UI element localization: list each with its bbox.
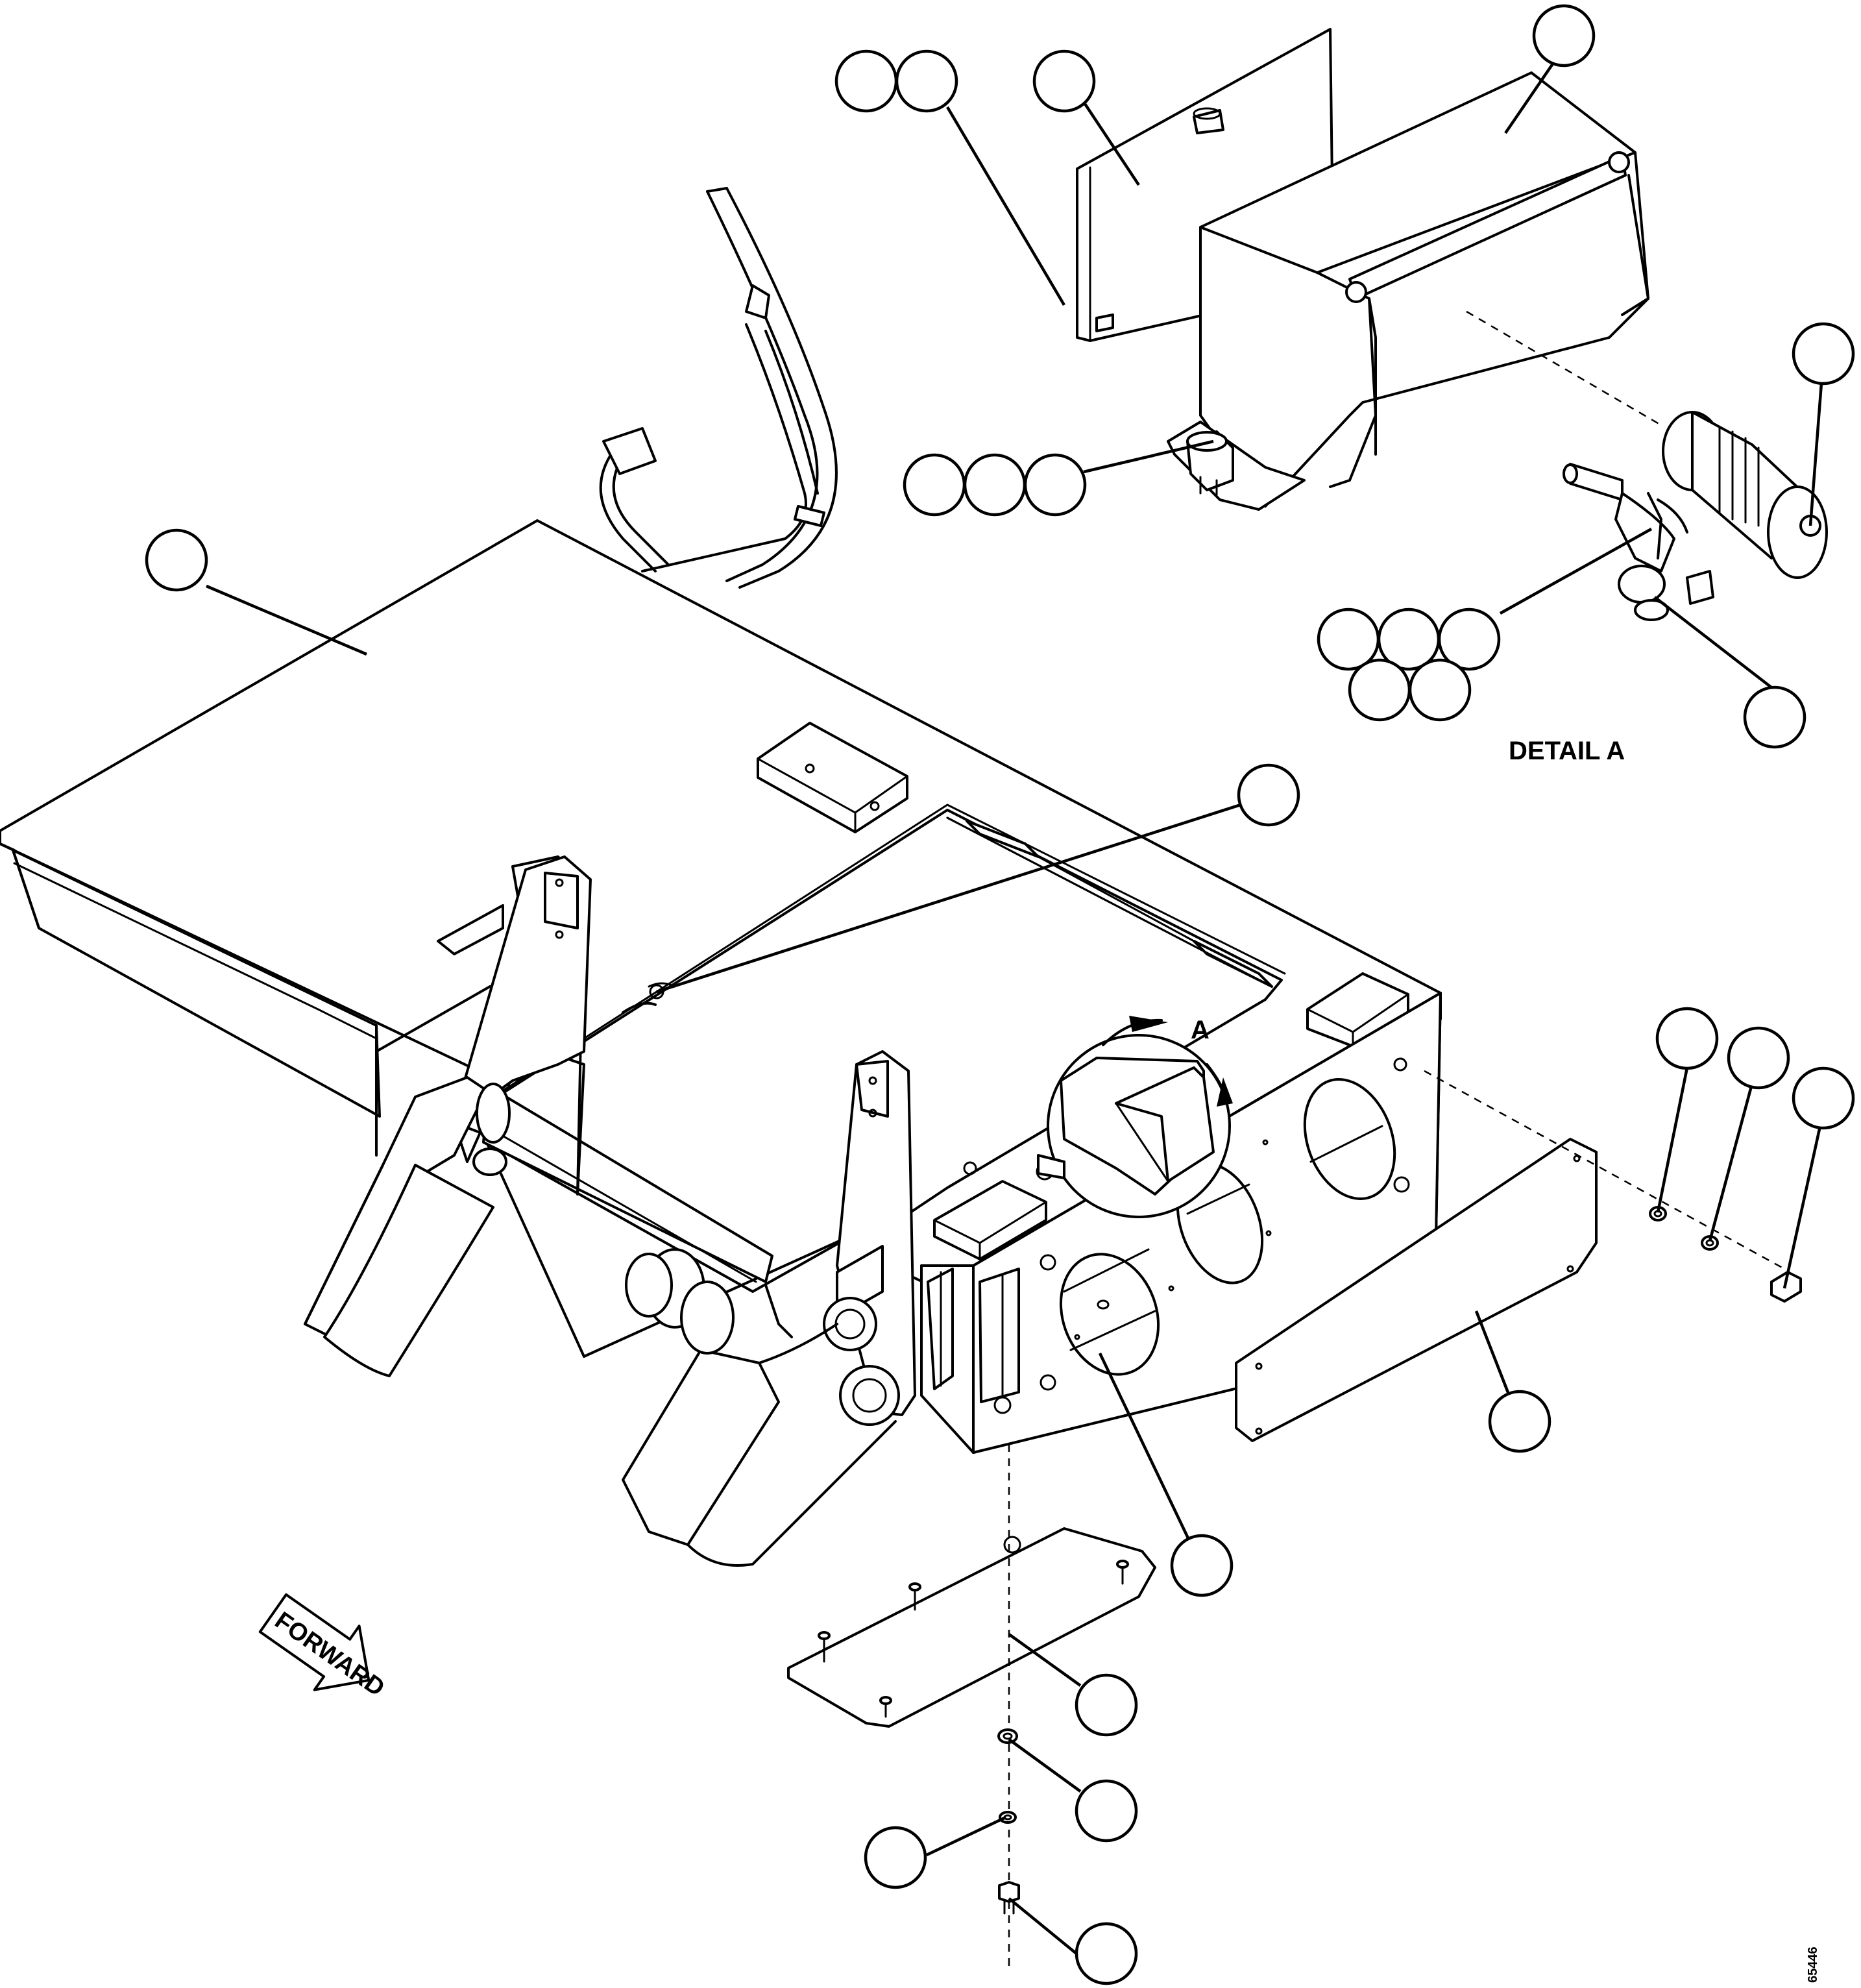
panel-axis-line	[1424, 1070, 1785, 1270]
emergency-stop-switch	[1563, 411, 1828, 621]
callout-leaders	[206, 56, 1823, 1958]
callout-c16	[1237, 763, 1300, 827]
right-fasteners	[1649, 1206, 1802, 1303]
bottom-fasteners	[997, 1728, 1020, 1915]
callout-c9	[1317, 607, 1380, 671]
callout-c13	[1408, 658, 1472, 722]
callout-c3	[1032, 49, 1096, 113]
callout-c11	[1437, 607, 1501, 671]
callout-c25	[1075, 1922, 1138, 1985]
callout-bubbles	[145, 4, 1855, 1985]
callout-c12	[1348, 658, 1411, 722]
view-marker-label: A	[1191, 1016, 1210, 1044]
right-armrest-bracket	[622, 1050, 916, 1567]
callout-c24	[864, 1826, 927, 1889]
assembly-axis-line	[1466, 310, 1662, 426]
side-cover-panel	[1235, 1138, 1598, 1442]
callout-c8	[1792, 322, 1855, 386]
callout-c20	[1488, 1390, 1551, 1453]
callout-c23	[1075, 1779, 1138, 1843]
callout-c4	[1532, 4, 1596, 67]
callout-c5	[903, 453, 966, 517]
forward-direction-arrow: FORWARD	[258, 1593, 389, 1702]
left-armrest-bracket	[304, 855, 592, 1377]
callout-c2	[895, 49, 958, 113]
detail-a-caption: DETAIL A	[1509, 737, 1625, 765]
callout-c19	[1792, 1066, 1855, 1130]
callout-c15	[145, 528, 208, 592]
figure-number: 65446	[1806, 1946, 1820, 1983]
wire-harness	[599, 187, 838, 589]
callout-c1	[834, 49, 898, 113]
callout-c22	[1075, 1673, 1138, 1737]
detail-a-bracket-cover	[1076, 28, 1649, 511]
detail-a-view-bubble: A	[1036, 1016, 1233, 1218]
callout-c21	[1170, 1534, 1234, 1597]
callout-c7	[1023, 453, 1087, 517]
bottom-cover-plate	[787, 1527, 1156, 1728]
callout-c17	[1655, 1007, 1719, 1070]
callout-c14	[1743, 685, 1806, 749]
callout-c18	[1727, 1026, 1790, 1090]
callout-c6	[963, 453, 1027, 517]
